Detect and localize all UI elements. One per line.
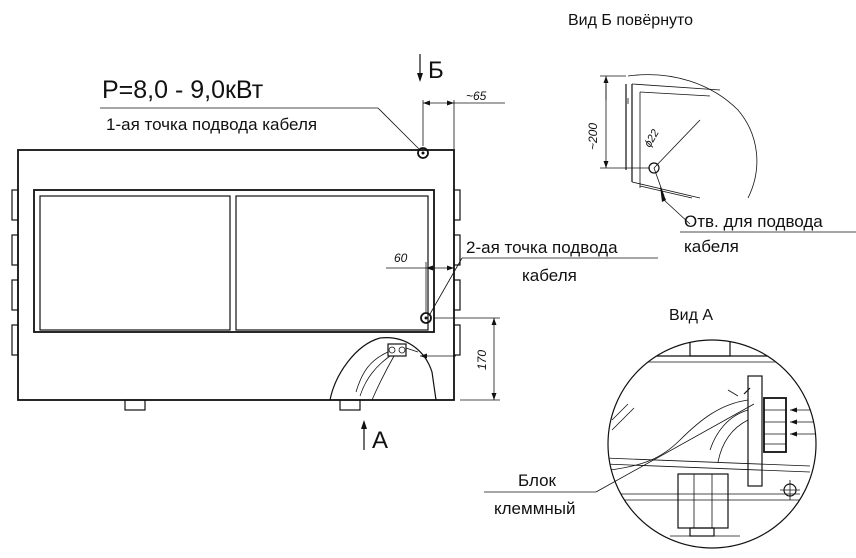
view-a-arrow	[361, 420, 367, 450]
terminal-label-line2: клеммный	[494, 499, 575, 518]
right-glass-panel	[235, 195, 429, 331]
dim-height-170-label: 170	[475, 350, 489, 370]
view-b-hole-diameter: ϕ22	[642, 128, 662, 150]
cable-point-1-marker	[417, 147, 429, 159]
power-label: P=8,0 - 9,0кВт	[102, 76, 264, 104]
view-b-hole-label-line1: Отв. для подвода	[684, 212, 823, 231]
view-a-marker: А	[372, 427, 388, 454]
cable-point-2-label-line2: кабеля	[522, 266, 577, 285]
cutaway-outline	[329, 337, 437, 401]
dim-top-offset	[422, 100, 505, 150]
dim-height-170	[420, 317, 500, 401]
right-side-tabs	[453, 189, 461, 356]
terminal-label-line1: Блок	[518, 471, 557, 490]
dim-side-offset	[386, 262, 454, 312]
left-glass-panel	[39, 195, 231, 331]
view-a-circle	[607, 339, 817, 549]
left-side-tabs	[11, 189, 19, 356]
cabinet-outline	[17, 149, 455, 401]
foot-right	[339, 399, 361, 411]
cutaway-terminal	[355, 343, 419, 401]
cable-point-1-label: 1-ая точка подвода кабеля	[106, 115, 317, 134]
view-b-height-label: ~200	[586, 123, 600, 150]
cable-point-1-leader	[377, 107, 421, 151]
view-b-arrow	[417, 54, 423, 82]
cable-point-2-leader	[429, 257, 463, 315]
cable-point-1-center	[421, 151, 425, 155]
view-b-marker: Б	[428, 57, 444, 84]
main-front-view	[11, 54, 658, 450]
view-b-detail	[600, 74, 856, 233]
foot-left	[124, 399, 146, 411]
cable-point-2-label-line1: 2-ая точка подвода	[466, 238, 618, 257]
cable-point-2-center	[424, 316, 428, 320]
terminal-label-leader	[595, 403, 755, 493]
terminal-block	[763, 397, 787, 453]
view-b-hole-label-line2: кабеля	[684, 237, 739, 256]
view-b-title: Вид Б повёрнуто	[568, 12, 693, 29]
cable-point-2-marker	[420, 312, 432, 324]
door-frame	[33, 189, 435, 333]
dim-top-offset-label: ~65	[466, 89, 487, 103]
dim-side-offset-label: 60	[394, 251, 408, 265]
view-a-title: Вид А	[669, 307, 713, 324]
